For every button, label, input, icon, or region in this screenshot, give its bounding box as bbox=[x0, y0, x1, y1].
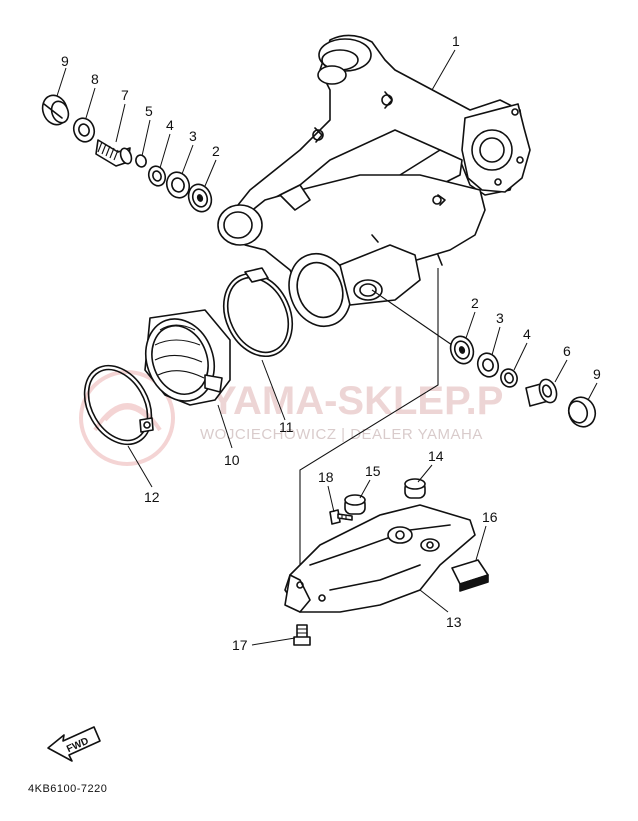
leader-lines bbox=[56, 49, 598, 646]
callout-18: 18 bbox=[318, 469, 334, 485]
callout-14: 14 bbox=[428, 448, 444, 464]
bolt-part-18 bbox=[329, 509, 353, 525]
bearing-part-2-left bbox=[187, 183, 213, 213]
cap-part-9-left bbox=[41, 94, 70, 126]
callout-4-right: 4 bbox=[523, 326, 531, 342]
callout-10: 10 bbox=[224, 452, 240, 468]
callout-9-right: 9 bbox=[593, 366, 601, 382]
callout-16: 16 bbox=[482, 509, 498, 525]
callout-2-right: 2 bbox=[471, 295, 479, 311]
swingarm-part bbox=[217, 34, 531, 328]
callout-7: 7 bbox=[121, 87, 129, 103]
guard-part-13 bbox=[284, 504, 476, 613]
seal-part-3-right bbox=[476, 352, 500, 378]
callout-13: 13 bbox=[446, 614, 462, 630]
oring-part-5 bbox=[135, 154, 147, 168]
callout-17: 17 bbox=[232, 637, 248, 653]
callout-8: 8 bbox=[91, 71, 99, 87]
guard-assembly bbox=[284, 268, 489, 646]
collar-part-4-left bbox=[147, 165, 167, 187]
bearing-part-2-right bbox=[449, 335, 475, 365]
callout-labels: 1 2 3 4 5 7 8 9 2 3 4 6 9 10 11 12 13 14… bbox=[61, 33, 601, 653]
bolt-part-17 bbox=[293, 624, 311, 646]
right-pivot-parts bbox=[371, 289, 597, 428]
left-pivot-parts bbox=[41, 94, 213, 213]
forward-arrow-icon bbox=[47, 726, 101, 762]
clamp-part-12 bbox=[83, 364, 154, 446]
clamp-part-11 bbox=[222, 267, 294, 358]
callout-3-right: 3 bbox=[496, 310, 504, 326]
pivot-bolt-part-6 bbox=[525, 378, 558, 407]
nut-part-8 bbox=[72, 117, 96, 143]
callout-2-left: 2 bbox=[212, 143, 220, 159]
pad-part-16 bbox=[451, 559, 489, 592]
seal-part-3-left bbox=[165, 171, 191, 199]
callout-15: 15 bbox=[365, 463, 381, 479]
boot-assembly bbox=[83, 267, 294, 446]
boot-part-10 bbox=[144, 309, 231, 406]
callout-1: 1 bbox=[452, 33, 460, 49]
cap-part-9-right bbox=[567, 396, 597, 428]
callout-6: 6 bbox=[563, 343, 571, 359]
callout-12: 12 bbox=[144, 489, 160, 505]
watermark: YAMA-SKLEP.P WOJCIECHOWICZ | DEALER YAMA… bbox=[79, 370, 503, 466]
callout-5: 5 bbox=[145, 103, 153, 119]
damper-part-15 bbox=[344, 494, 366, 515]
watermark-main-text: YAMA-SKLEP.P bbox=[210, 379, 503, 423]
pivot-shaft-part-7 bbox=[95, 139, 133, 167]
part-code: 4KB6100-7220 bbox=[28, 783, 107, 795]
callout-3-left: 3 bbox=[189, 128, 197, 144]
callout-11: 11 bbox=[279, 419, 294, 435]
callout-4-left: 4 bbox=[166, 117, 174, 133]
watermark-sub-text: WOJCIECHOWICZ | DEALER YAMAHA bbox=[200, 426, 483, 443]
forward-arrow: FWD bbox=[47, 726, 101, 762]
damper-part-14 bbox=[404, 478, 426, 499]
callout-9-left: 9 bbox=[61, 53, 69, 69]
collar-part-4-right bbox=[500, 368, 518, 388]
